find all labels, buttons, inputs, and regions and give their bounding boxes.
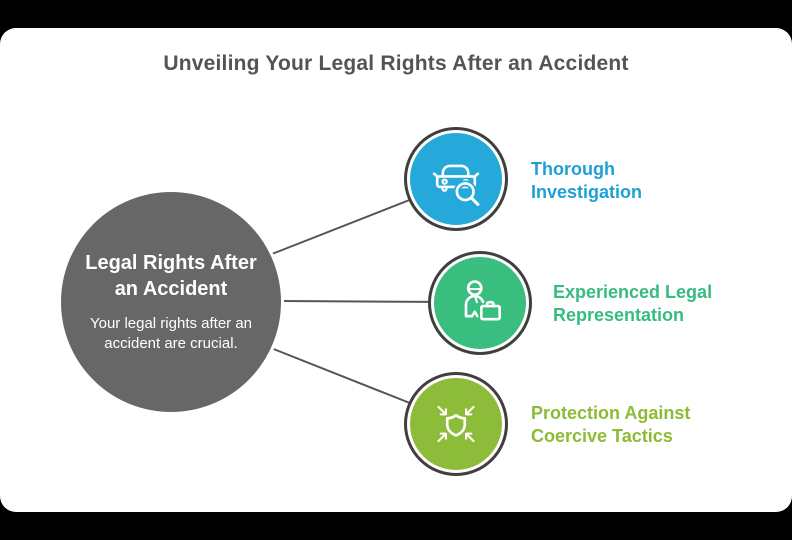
node-circle-thorough-investigation bbox=[407, 130, 505, 228]
node-label-thorough-investigation: Thorough Investigation bbox=[531, 159, 643, 202]
node-circle-protection-against-coercive-tactics bbox=[407, 375, 505, 473]
center-topic-description: Your legal rights after an accident are … bbox=[89, 315, 253, 352]
center-topic-circle: Legal Rights After an Accident Your lega… bbox=[58, 189, 284, 415]
center-topic-heading: Legal Rights After an Accident bbox=[85, 252, 257, 300]
node-circle-experienced-legal-representation bbox=[431, 254, 529, 352]
connector-line-middle bbox=[279, 300, 456, 303]
infographic-canvas: Unveiling Your Legal Rights After an Acc… bbox=[0, 28, 792, 512]
node-label-experienced-legal-representation: Experienced Legal Representation bbox=[553, 282, 713, 325]
shield-inward-arrows-icon bbox=[437, 405, 475, 443]
infographic-title: Unveiling Your Legal Rights After an Acc… bbox=[163, 52, 629, 75]
person-briefcase-icon bbox=[464, 280, 503, 323]
connector-line-bottom bbox=[270, 347, 436, 414]
node-label-protection-against-coercive-tactics: Protection Against Coercive Tactics bbox=[531, 403, 691, 446]
car-magnifier-icon bbox=[432, 164, 482, 207]
